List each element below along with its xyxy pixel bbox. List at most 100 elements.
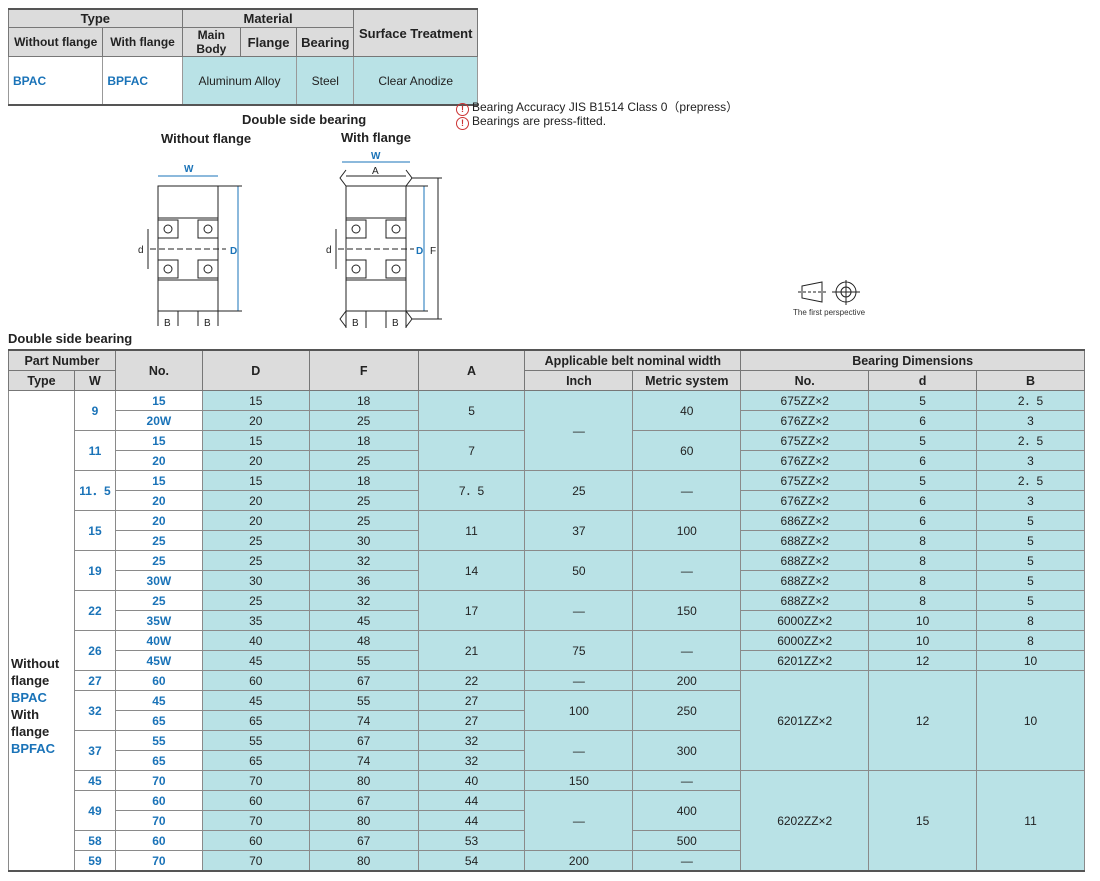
F-cell: 80: [308, 770, 419, 791]
no-cell: 45: [114, 690, 203, 711]
note-press-fit: !Bearings are press-fitted.: [456, 114, 606, 130]
bearing-material: Steel: [296, 56, 355, 106]
A-cell: 14: [417, 550, 526, 591]
bpfac-code: BPFAC: [102, 56, 183, 106]
dim-B-left-2: B: [204, 318, 211, 329]
D-cell: 45: [201, 650, 310, 671]
F-cell: 48: [308, 630, 419, 651]
metric-cell: —: [632, 850, 742, 872]
dim-w-right: W: [371, 151, 381, 162]
no-cell: 15: [114, 390, 203, 411]
metric-cell: 250: [632, 690, 742, 731]
bearing-B-cell: 3: [976, 490, 1085, 511]
bearing-d-cell: 10: [868, 630, 978, 651]
bearing-B-cell: 8: [976, 610, 1085, 631]
A-cell: 53: [417, 830, 526, 851]
inch-cell: —: [524, 390, 634, 471]
bearing-no-cell: 6201ZZ×2: [740, 650, 870, 671]
bearing-B-cell: 2．5: [976, 430, 1085, 451]
metric-cell: —: [632, 470, 742, 511]
bearing-no-cell: 686ZZ×2: [740, 510, 870, 531]
D-cell: 20: [201, 450, 310, 471]
w-cell: 49: [73, 790, 116, 831]
material-table: Type Material Surface Treatment Without …: [7, 8, 478, 106]
D-cell: 60: [201, 670, 310, 691]
bearing-B-cell: 5: [976, 570, 1085, 591]
bearing-no-cell: 675ZZ×2: [740, 470, 870, 491]
no-header: No.: [114, 349, 203, 391]
bearing-no-cell: 6000ZZ×2: [740, 610, 870, 631]
surface-treatment-header: Surface Treatment: [353, 8, 478, 57]
bearing-no-cell: 688ZZ×2: [740, 570, 870, 591]
D-header: D: [201, 349, 310, 391]
dim-A-right: A: [372, 166, 379, 177]
bearing-B-cell: 5: [976, 590, 1085, 611]
no-cell: 45W: [114, 650, 203, 671]
main-body-material: Aluminum Alloy: [181, 56, 298, 106]
without-flange-header: Without flange: [7, 27, 104, 57]
metric-cell: —: [632, 630, 742, 671]
note-accuracy: !Bearing Accuracy JIS B1514 Class 0（prep…: [456, 98, 738, 116]
F-cell: 67: [308, 670, 419, 691]
bearing-d-cell: 5: [868, 430, 978, 451]
inch-cell: 75: [524, 630, 634, 671]
first-perspective-icon: [798, 280, 860, 305]
inch-cell: 150: [524, 770, 634, 791]
note-press-fit-text: Bearings are press-fitted.: [472, 114, 607, 128]
metric-cell: 400: [632, 790, 742, 831]
D-cell: 35: [201, 610, 310, 631]
bearing-d-cell: 8: [868, 550, 978, 571]
A-cell: 7．5: [417, 470, 526, 511]
spec-table: Part Number No. D F A Applicable belt no…: [8, 349, 1085, 872]
F-cell: 25: [308, 510, 419, 531]
metric-cell: 60: [632, 430, 742, 471]
type-header: Type: [8, 370, 75, 391]
type-line: BPAC: [11, 689, 47, 705]
inch-cell: —: [524, 670, 634, 691]
bearing-d-cell: 6: [868, 510, 978, 531]
bearing-d-cell: 6: [868, 450, 978, 471]
F-cell: 32: [308, 590, 419, 611]
bearing-d-cell: 12: [868, 670, 978, 771]
no-cell: 40W: [114, 630, 203, 651]
D-cell: 65: [201, 710, 310, 731]
dim-D-left: D: [230, 246, 237, 257]
A-cell: 54: [417, 850, 526, 872]
inch-cell: 25: [524, 470, 634, 511]
inch-cell: —: [524, 790, 634, 851]
no-cell: 60: [114, 670, 203, 691]
A-cell: 22: [417, 670, 526, 691]
bearing-no-cell: 688ZZ×2: [740, 590, 870, 611]
A-cell: 44: [417, 810, 526, 831]
F-cell: 25: [308, 410, 419, 431]
with-flange-header: With flange: [102, 27, 183, 57]
F-cell: 18: [308, 470, 419, 491]
A-cell: 32: [417, 750, 526, 771]
metric-cell: 500: [632, 830, 742, 851]
type-line: With: [11, 706, 40, 722]
bearing-no-cell: 6201ZZ×2: [740, 670, 870, 771]
A-cell: 32: [417, 730, 526, 751]
dim-B-right-1: B: [352, 318, 359, 329]
w-cell: 22: [73, 590, 116, 631]
metric-cell: 200: [632, 670, 742, 691]
F-cell: 18: [308, 430, 419, 451]
flange-header: Flange: [239, 27, 298, 57]
A-cell: 21: [417, 630, 526, 671]
w-cell: 58: [73, 830, 116, 851]
w-cell: 26: [73, 630, 116, 671]
D-cell: 60: [201, 830, 310, 851]
bearing-B-cell: 3: [976, 450, 1085, 471]
first-perspective-label: The first perspective: [793, 308, 866, 317]
w-cell: 45: [73, 770, 116, 791]
bearing-d-cell: 8: [868, 570, 978, 591]
A-cell: 27: [417, 710, 526, 731]
